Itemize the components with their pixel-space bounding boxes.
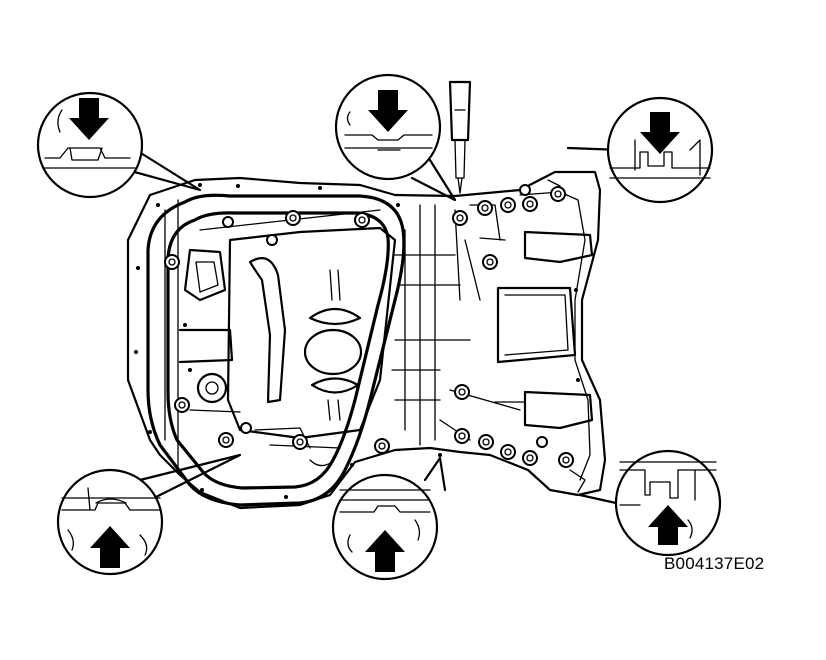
bolt-icon — [522, 196, 538, 212]
bolt-icon — [477, 200, 493, 216]
arrow-up-icon — [365, 530, 405, 572]
bolt-icon — [478, 434, 494, 450]
bolt-icon — [266, 234, 278, 246]
callout-bottom-left — [56, 468, 164, 576]
bolt-icon — [218, 432, 234, 448]
sealant-bead-outline — [146, 193, 406, 507]
rim-holes — [134, 183, 580, 499]
arrow-down-icon — [69, 98, 109, 140]
bolt-set — [134, 183, 580, 499]
bolt-icon — [500, 444, 516, 460]
callout-top-center — [334, 73, 442, 181]
bolt-icon — [452, 210, 468, 226]
bolt-icon — [522, 450, 538, 466]
bolt-icon — [240, 422, 252, 434]
arrow-up-icon — [648, 505, 688, 545]
bolt-icon — [454, 384, 470, 400]
callout-top-right — [606, 96, 714, 204]
callout-top-left — [36, 91, 144, 199]
arrow-up-icon — [90, 526, 130, 568]
figure-reference-code: B004137E02 — [664, 554, 765, 573]
arrow-down-icon — [368, 90, 408, 132]
bolt-icon — [482, 254, 498, 270]
engine-lower-block — [126, 170, 607, 510]
bolt-icon — [292, 434, 308, 450]
bolt-icon — [222, 216, 234, 228]
bolt-icon — [500, 197, 516, 213]
bolt-icon — [354, 212, 370, 228]
arrow-down-icon — [640, 112, 680, 154]
bolt-icon — [285, 210, 301, 226]
bolt-icon — [550, 186, 566, 202]
bolt-icon — [164, 254, 180, 270]
bolt-icon — [174, 397, 190, 413]
bolt-icon — [454, 428, 470, 444]
bolt-icon — [536, 436, 548, 448]
bolt-icon — [558, 452, 574, 468]
bolt-icon — [519, 184, 531, 196]
bolt-icon — [374, 438, 390, 454]
screwdriver-tool-icon — [448, 80, 472, 194]
callout-bottom-center — [331, 473, 439, 581]
callout-bottom-right — [614, 449, 722, 557]
